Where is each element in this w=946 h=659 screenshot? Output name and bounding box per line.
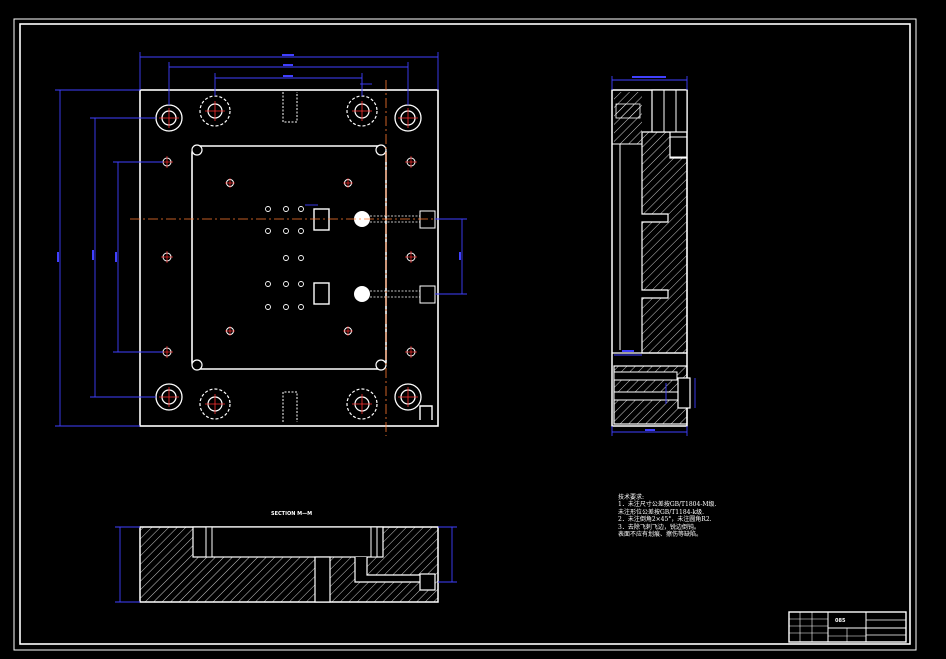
ejector-holes bbox=[265, 206, 304, 310]
outer-border bbox=[13, 18, 917, 651]
note-line: 2．未注倒角2×45°，未注圆角R2. bbox=[618, 516, 712, 524]
section-view bbox=[115, 526, 457, 603]
note-line: 1．未注尺寸公差按GB/T1804-M级. bbox=[618, 501, 717, 509]
notes-title: 技术要求: bbox=[618, 494, 645, 501]
title-block bbox=[788, 611, 907, 643]
cooling-hole-upper bbox=[354, 211, 370, 227]
part-number: 085 bbox=[835, 618, 846, 624]
screw-holes bbox=[162, 157, 416, 357]
slot-lower bbox=[313, 282, 330, 305]
section-label: SECTION M—M bbox=[271, 511, 313, 517]
note-line: 3．去除飞刺飞边，锐边倒钝。 bbox=[618, 523, 700, 531]
dimensions bbox=[55, 52, 467, 427]
technical-notes: 技术要求: 1．未注尺寸公差按GB/T1804-M级. 未注形位公差按GB/T1… bbox=[618, 494, 716, 538]
cooling-hole-lower bbox=[354, 286, 370, 302]
inner-border bbox=[19, 23, 911, 645]
note-line: 表面不应有划痕、擦伤等缺陷。 bbox=[618, 531, 703, 539]
plate-outline bbox=[139, 89, 439, 427]
plan-view bbox=[55, 52, 467, 436]
bore-centre-marks bbox=[159, 101, 418, 414]
note-line: 未注形位公差按GB/T1184-k级. bbox=[618, 508, 705, 516]
side-view bbox=[611, 76, 696, 436]
slot-upper bbox=[313, 208, 330, 231]
inner-pocket bbox=[191, 145, 387, 370]
centrelines bbox=[130, 80, 445, 436]
